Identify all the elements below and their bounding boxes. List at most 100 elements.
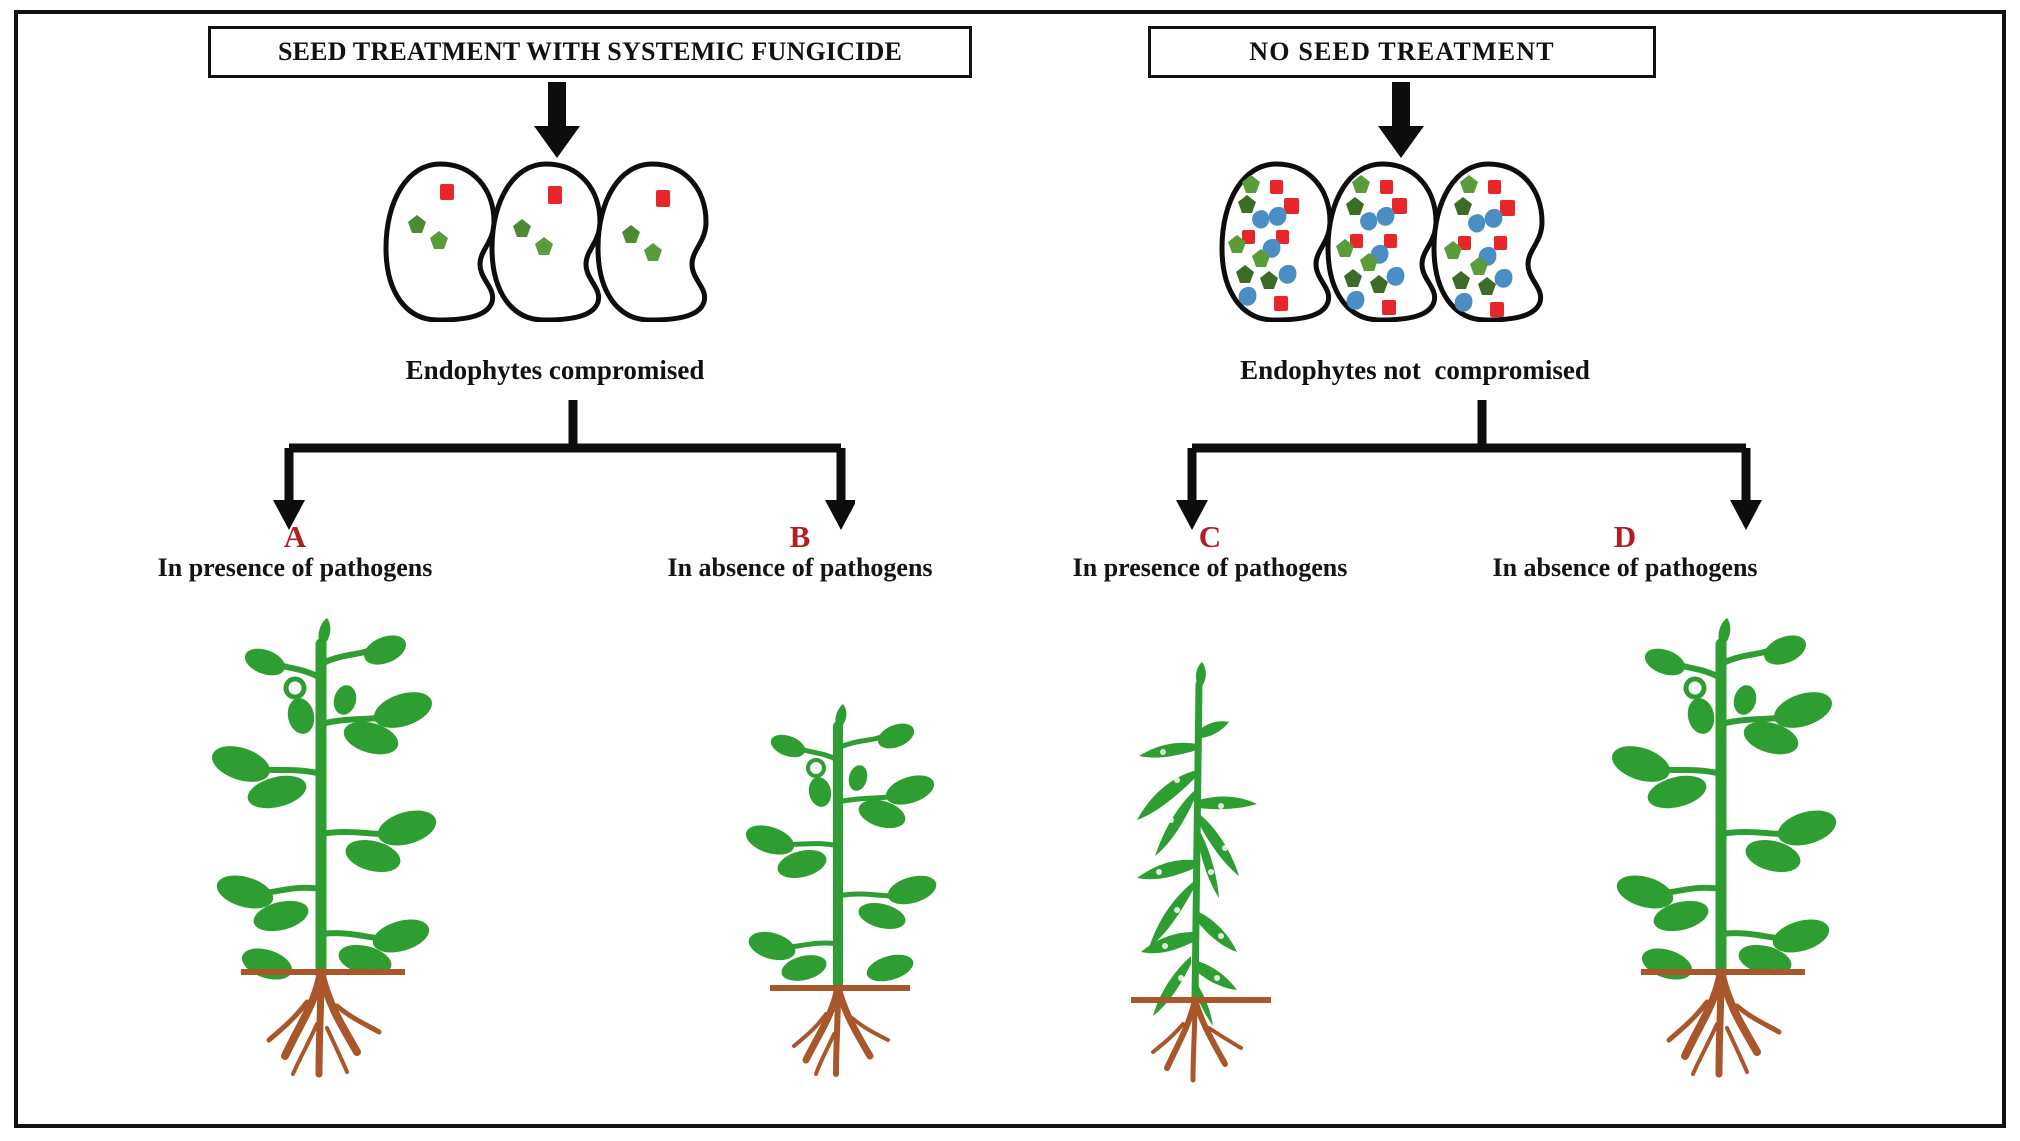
down-arrow-icon [1176, 500, 1208, 530]
outer-frame [14, 10, 2006, 1128]
red-square-icon [1276, 230, 1289, 244]
blue-blob-icon [1376, 206, 1395, 226]
title-box-seed-treatment: SEED TREATMENT WITH SYSTEMIC FUNGICIDE [208, 26, 972, 78]
blue-blob-icon [1262, 238, 1281, 258]
down-arrow-icon [825, 500, 855, 530]
red-square-icon [548, 186, 562, 204]
green-pentagon-icon [1336, 239, 1354, 257]
blue-blob-icon [1494, 268, 1513, 288]
panel-desc-a: In presence of pathogens [157, 553, 433, 582]
green-pentagon-icon [535, 237, 553, 255]
bracket-left [273, 400, 855, 530]
red-square-icon [1274, 296, 1288, 311]
plant-shoot-d [1612, 618, 1837, 980]
green-pentagon-icon [1228, 235, 1246, 253]
red-square-icon [440, 184, 454, 200]
plant-illustration-a [212, 618, 437, 1078]
plant-shoot-a [212, 618, 437, 980]
green-pentagon-icon [1344, 269, 1362, 287]
red-square-icon [1242, 230, 1255, 244]
blue-blob-icon [1268, 206, 1287, 226]
green-pentagon-icon [1470, 257, 1488, 275]
red-square-icon [1458, 236, 1471, 250]
title-left-text: SEED TREATMENT WITH SYSTEMIC FUNGICIDE [277, 37, 903, 66]
green-pentagon-icon [644, 243, 662, 261]
seed-treated-3 [594, 160, 710, 322]
green-pentagon-icon [1238, 195, 1256, 213]
blue-blob-icon [1252, 210, 1270, 229]
plant-illustration-c [1131, 662, 1271, 1083]
green-pentagon-icon [1352, 175, 1370, 193]
green-pentagon-icon [1236, 265, 1254, 283]
green-pentagon-icon [1444, 241, 1462, 259]
block-arrow-down-right-icon [1378, 82, 1424, 158]
red-square-icon [1488, 180, 1501, 194]
panel-letter-a: A [283, 519, 307, 554]
blue-blob-icon [1386, 266, 1405, 286]
panel-label-a: A In presence of pathogens [90, 521, 500, 581]
seed-untreated-2 [1324, 160, 1440, 322]
red-square-icon [1380, 180, 1393, 194]
seed-treated-1 [382, 160, 498, 322]
caption-endophytes-compromised: Endophytes compromised [405, 355, 705, 385]
red-square-icon [656, 190, 670, 207]
green-pentagon-icon [1478, 277, 1496, 295]
green-pentagon-icon [1260, 271, 1278, 289]
panel-desc-c: In presence of pathogens [1072, 553, 1348, 582]
plant-shoot-b [745, 704, 937, 995]
root-system-d [1666, 968, 1782, 1078]
red-square-icon [1392, 198, 1407, 214]
green-pentagon-icon [1360, 253, 1378, 271]
seed-group-untreated [1218, 160, 1545, 322]
root-system-c [1151, 997, 1243, 1083]
red-square-icon [1494, 236, 1507, 250]
down-arrow-icon [1730, 500, 1762, 530]
seed-group-treated [382, 160, 709, 322]
panel-letter-b: B [789, 519, 811, 554]
seed-untreated-1 [1218, 160, 1334, 322]
seed-untreated-3 [1430, 160, 1546, 322]
down-arrow-icon [273, 500, 305, 530]
panel-letter-d: D [1613, 519, 1637, 554]
green-pentagon-icon [1252, 249, 1270, 267]
green-pentagon-icon [430, 231, 448, 249]
bracket-right [1176, 400, 1762, 530]
blue-blob-icon [1454, 292, 1473, 312]
panel-label-d: D In absence of pathogens [1415, 521, 1835, 581]
green-pentagon-icon [1370, 275, 1388, 293]
panel-letter-c: C [1198, 519, 1222, 554]
blue-blob-icon [1468, 214, 1486, 233]
blue-blob-icon [1360, 212, 1378, 231]
blue-blob-icon [1238, 286, 1257, 306]
green-pentagon-icon [1242, 175, 1260, 193]
green-pentagon-icon [1454, 197, 1472, 215]
red-square-icon [1270, 180, 1283, 194]
red-square-icon [1490, 302, 1504, 317]
title-box-no-treatment: NO SEED TREATMENT [1148, 26, 1656, 78]
green-pentagon-icon [513, 219, 531, 237]
root-system-b [792, 984, 890, 1077]
red-square-icon [1350, 234, 1363, 248]
green-pentagon-icon [622, 225, 640, 243]
green-pentagon-icon [1346, 197, 1364, 215]
red-square-icon [1284, 198, 1299, 214]
caption-endophytes-not-compromised: Endophytes not compromised [1240, 355, 1590, 385]
blue-blob-icon [1278, 264, 1297, 284]
seed-outline [595, 161, 709, 322]
plant-illustration-d [1612, 618, 1837, 1078]
blue-blob-icon [1484, 208, 1503, 228]
red-square-icon [1500, 200, 1515, 216]
blue-blob-icon [1346, 290, 1365, 310]
panel-desc-d: In absence of pathogens [1492, 553, 1758, 582]
panel-desc-b: In absence of pathogens [667, 553, 933, 582]
plant-illustration-b [745, 704, 937, 1077]
green-pentagon-icon [1452, 271, 1470, 289]
panel-label-b: B In absence of pathogens [590, 521, 1010, 581]
red-square-icon [1384, 234, 1397, 248]
root-system-a [266, 968, 382, 1078]
block-arrow-down-left-icon [534, 82, 580, 158]
green-pentagon-icon [408, 215, 426, 233]
green-pentagon-icon [1460, 175, 1478, 193]
red-square-icon [1382, 300, 1396, 315]
